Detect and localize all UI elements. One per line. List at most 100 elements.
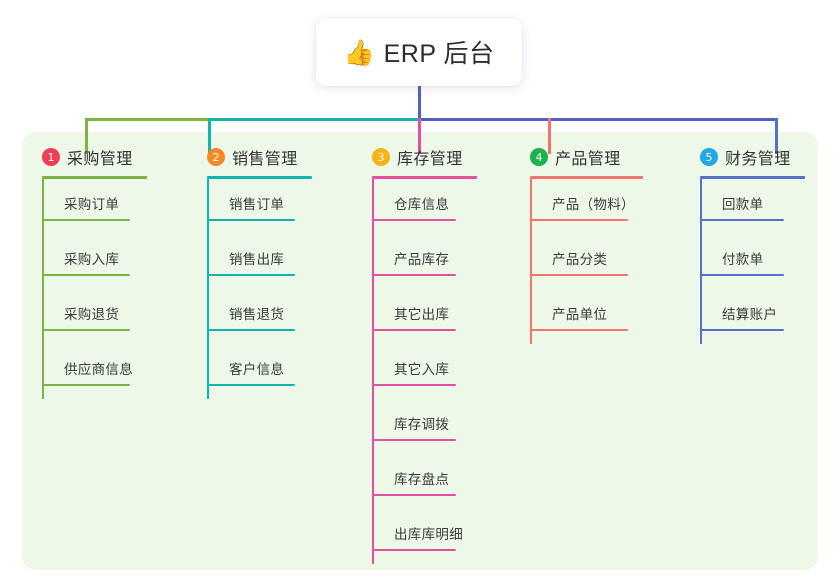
module-header-2[interactable]: 2 销售管理 — [207, 144, 312, 170]
module-header-4[interactable]: 4 产品管理 — [530, 144, 643, 170]
module-item-underline — [700, 329, 784, 331]
module-underline — [700, 176, 805, 179]
module-item-label: 产品库存 — [394, 252, 450, 267]
column-spine — [700, 179, 702, 344]
module-item[interactable]: 库存调拨 — [372, 399, 477, 454]
module-item-underline — [372, 219, 456, 221]
module-item[interactable]: 回款单 — [700, 179, 805, 234]
column-spine — [207, 179, 209, 399]
number-badge-icon: 1 — [42, 148, 60, 166]
module-item[interactable]: 其它入库 — [372, 344, 477, 399]
module-item-label: 采购订单 — [64, 197, 120, 212]
module-item-list: 回款单付款单结算账户 — [700, 179, 805, 344]
module-item[interactable]: 采购退货 — [42, 289, 147, 344]
number-badge-icon: 4 — [530, 148, 548, 166]
module-item-underline — [700, 274, 784, 276]
root-node-title: ERP 后台 — [383, 40, 495, 68]
module-item-label: 仓库信息 — [394, 197, 450, 212]
module-item-underline — [207, 274, 295, 276]
module-item-list: 产品（物料） 产品分类产品单位 — [530, 179, 643, 344]
module-item-label: 结算账户 — [722, 307, 778, 322]
module-item-underline — [207, 329, 295, 331]
module-item-underline — [372, 494, 456, 496]
module-item-label: 库存调拨 — [394, 417, 450, 432]
root-stem — [418, 86, 421, 121]
drop-line-2 — [208, 118, 211, 154]
root-node[interactable]: 👍 ERP 后台 — [316, 18, 522, 86]
module-item[interactable]: 付款单 — [700, 234, 805, 289]
module-item[interactable]: 产品分类 — [530, 234, 643, 289]
bus-segment-1 — [85, 118, 211, 121]
module-item-underline — [372, 329, 456, 331]
module-header-3[interactable]: 3 库存管理 — [372, 144, 477, 170]
module-item-label: 供应商信息 — [64, 362, 133, 377]
module-item-label: 采购入库 — [64, 252, 120, 267]
module-column-2: 2 销售管理销售订单销售出库销售退货客户信息 — [207, 144, 312, 399]
modules-panel — [22, 132, 818, 570]
module-title: 采购管理 — [67, 151, 133, 168]
drop-line-1 — [85, 118, 88, 154]
module-item[interactable]: 库存盘点 — [372, 454, 477, 509]
module-item-underline — [372, 549, 456, 551]
module-item-label: 其它入库 — [394, 362, 450, 377]
column-spine — [42, 179, 44, 399]
module-title: 销售管理 — [232, 151, 298, 168]
column-spine — [530, 179, 532, 344]
module-item-label: 出库库明细 — [394, 527, 463, 542]
module-item-label: 产品（物料） — [552, 197, 635, 212]
module-item-underline — [42, 219, 130, 221]
module-item[interactable]: 销售退货 — [207, 289, 312, 344]
number-badge-icon: 5 — [700, 148, 718, 166]
module-item-underline — [207, 384, 295, 386]
module-item-underline — [372, 274, 456, 276]
module-title: 财务管理 — [725, 151, 791, 168]
number-badge-icon: 2 — [207, 148, 225, 166]
module-item[interactable]: 销售订单 — [207, 179, 312, 234]
module-item-underline — [372, 439, 456, 441]
module-item-label: 销售订单 — [229, 197, 285, 212]
module-item[interactable]: 产品单位 — [530, 289, 643, 344]
module-title: 产品管理 — [555, 151, 621, 168]
module-item[interactable]: 客户信息 — [207, 344, 312, 399]
module-column-4: 4 产品管理产品（物料） 产品分类产品单位 — [530, 144, 643, 344]
module-item[interactable]: 销售出库 — [207, 234, 312, 289]
module-item-underline — [700, 219, 784, 221]
column-spine — [372, 179, 374, 564]
module-item-label: 库存盘点 — [394, 472, 450, 487]
module-item-underline — [372, 384, 456, 386]
module-item-label: 销售退货 — [229, 307, 285, 322]
module-item[interactable]: 出库库明细 — [372, 509, 477, 564]
module-item[interactable]: 供应商信息 — [42, 344, 147, 399]
module-item[interactable]: 结算账户 — [700, 289, 805, 344]
module-item[interactable]: 采购入库 — [42, 234, 147, 289]
module-item[interactable]: 产品库存 — [372, 234, 477, 289]
module-title: 库存管理 — [397, 151, 463, 168]
module-item-underline — [42, 329, 130, 331]
thumbs-up-icon: 👍 — [343, 37, 375, 67]
module-item-list: 销售订单销售出库销售退货客户信息 — [207, 179, 312, 399]
module-underline — [530, 176, 643, 179]
number-badge-icon: 3 — [372, 148, 390, 166]
module-item-underline — [530, 219, 628, 221]
module-header-5[interactable]: 5 财务管理 — [700, 144, 805, 170]
module-underline — [372, 176, 477, 179]
module-item[interactable]: 仓库信息 — [372, 179, 477, 234]
module-item[interactable]: 其它出库 — [372, 289, 477, 344]
module-item[interactable]: 采购订单 — [42, 179, 147, 234]
module-item[interactable]: 产品（物料） — [530, 179, 643, 234]
bus-segment-3 — [418, 118, 778, 121]
module-item-label: 产品单位 — [552, 307, 608, 322]
drop-line-3 — [418, 118, 421, 154]
module-item-label: 其它出库 — [394, 307, 450, 322]
drop-line-5 — [775, 118, 778, 154]
module-item-underline — [42, 274, 130, 276]
module-item-label: 回款单 — [722, 197, 764, 212]
module-item-label: 客户信息 — [229, 362, 285, 377]
module-column-3: 3 库存管理仓库信息产品库存其它出库其它入库库存调拨库存盘点出库库明细 — [372, 144, 477, 564]
module-header-1[interactable]: 1 采购管理 — [42, 144, 147, 170]
module-item-list: 仓库信息产品库存其它出库其它入库库存调拨库存盘点出库库明细 — [372, 179, 477, 564]
module-item-label: 销售出库 — [229, 252, 285, 267]
module-item-list: 采购订单采购入库采购退货供应商信息 — [42, 179, 147, 399]
module-item-label: 产品分类 — [552, 252, 608, 267]
